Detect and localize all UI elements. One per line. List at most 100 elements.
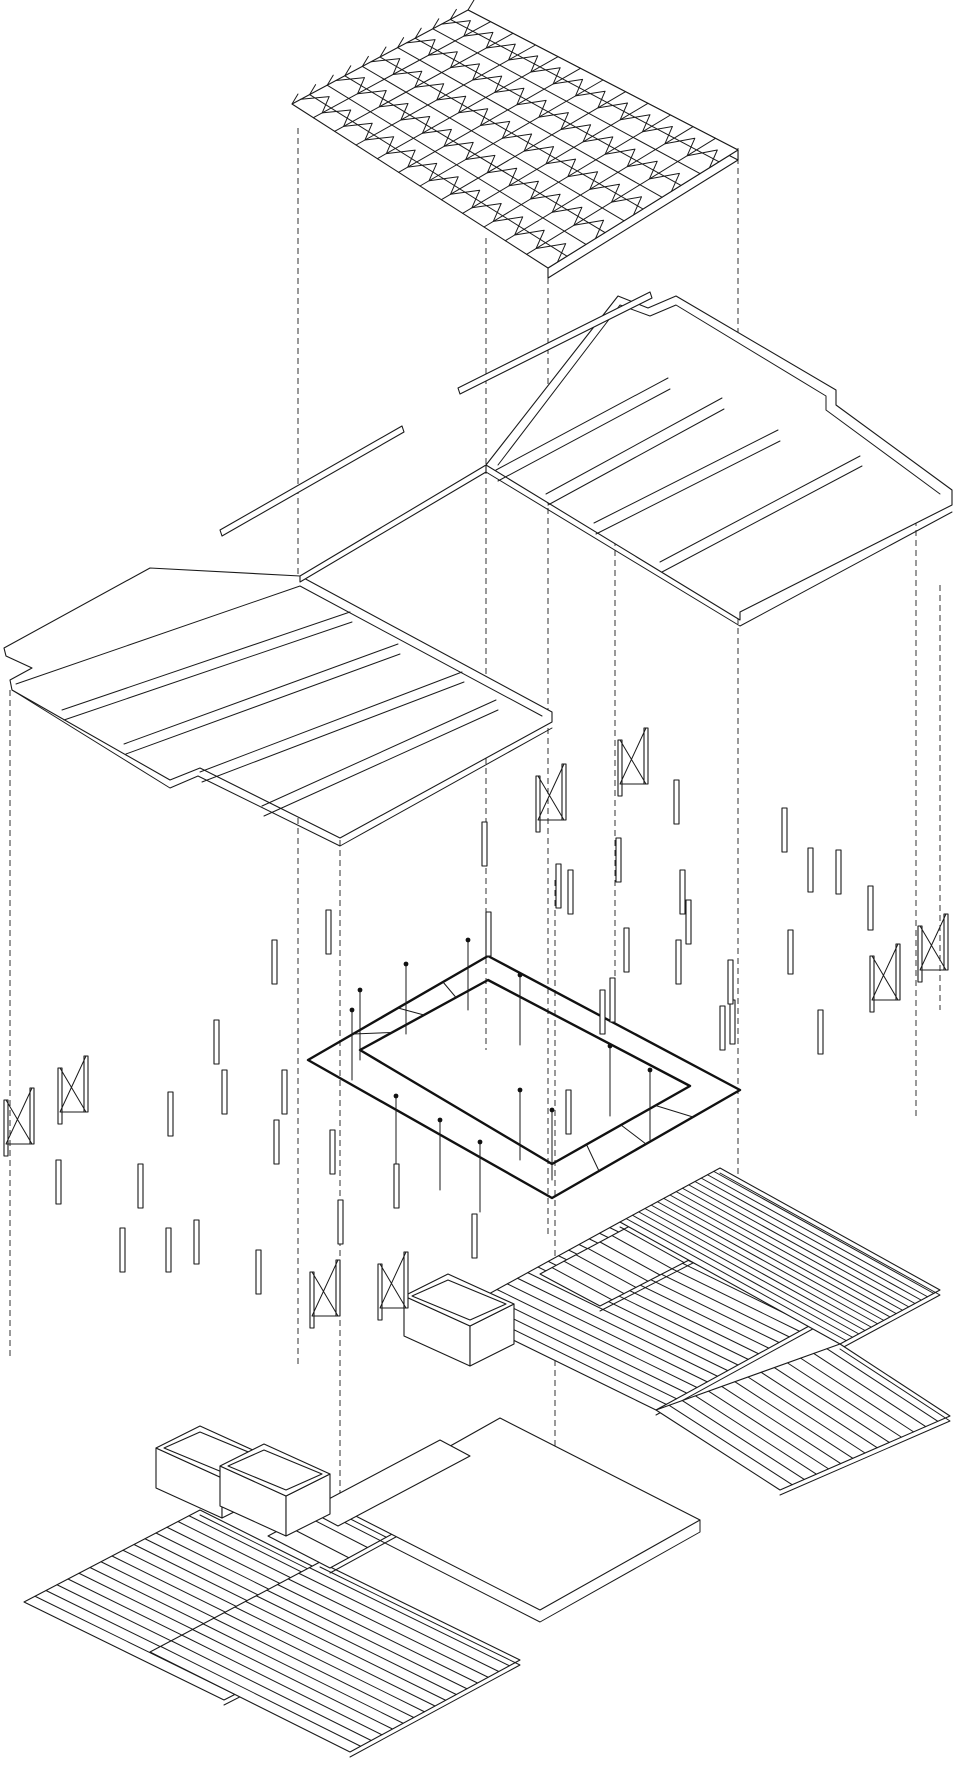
right-frame-beam-3 — [593, 429, 779, 524]
deck-west-2-board-joint — [308, 1567, 510, 1667]
left-frame-beam-7 — [261, 699, 497, 807]
deck-east-3-board-joint — [669, 1194, 891, 1318]
deck-east-2-board-joint — [575, 1254, 637, 1288]
ring-post-pin-11 — [437, 1117, 443, 1123]
deck-east-2-board-joint — [599, 1241, 661, 1276]
roof-skylight-ridge — [545, 158, 577, 178]
roof-skylight-ridge — [530, 67, 561, 85]
roof-skylight-ridge — [472, 75, 503, 93]
deck-east-4-board-joint — [708, 1390, 830, 1470]
roof-skylight-ridge — [573, 219, 605, 239]
column-19 — [567, 869, 574, 915]
deck-west-2-board-joint — [298, 1572, 500, 1672]
roof-skylight-ridge — [523, 146, 555, 165]
roof-ridge-tick — [309, 84, 317, 96]
column-6 — [137, 1163, 144, 1209]
deck-east-3-board-joint — [700, 1177, 922, 1301]
column-10 — [193, 1219, 200, 1265]
roof-purlin-2 — [326, 84, 587, 245]
roof-skylight-ridge — [642, 126, 673, 145]
column-11 — [281, 1069, 288, 1115]
brace-post-a-3 — [309, 1271, 315, 1329]
deck-east-4-board-joint — [721, 1385, 842, 1465]
roof-purlin-3 — [344, 75, 606, 234]
roof-skylight-ridge — [597, 102, 628, 121]
deck-west-2-board-joint — [160, 1645, 362, 1747]
brace-x-8 — [919, 913, 947, 971]
deck-east-4-board-joint — [668, 1404, 793, 1486]
brace-post-a-2 — [57, 1067, 63, 1125]
deck-east-3-board-joint — [632, 1214, 853, 1338]
brace-post-a-7 — [869, 955, 875, 1013]
column-36 — [817, 1009, 824, 1055]
deck-east-3-board-joint — [675, 1191, 897, 1315]
deck-east-1-board-joint — [527, 1272, 729, 1372]
deck-east-2-board-joint — [623, 1228, 685, 1264]
left-frame-beam-6 — [201, 681, 465, 783]
column-8 — [55, 1159, 62, 1205]
column-14 — [329, 1129, 336, 1175]
roof-skylight-ridge — [400, 116, 431, 134]
deck-east-1-board-joint — [506, 1283, 708, 1383]
left-frame-bottom-edge — [11, 689, 553, 847]
deck-west-2-board-joint — [213, 1617, 415, 1718]
floor-decking-layer — [23, 1167, 951, 1758]
roof-skylight-ridge — [385, 149, 416, 168]
roof-skylight-ridge — [405, 39, 436, 56]
deck-east-2-board-joint — [551, 1267, 613, 1301]
column-23 — [599, 989, 606, 1035]
roof-skylight-ridge — [626, 160, 658, 180]
deck-east-1-board-joint — [517, 1277, 718, 1377]
column-26 — [675, 939, 682, 985]
deck-east-3-board-joint — [663, 1197, 885, 1321]
loose-bar-upper — [219, 425, 405, 537]
deck-west-2-board-joint — [181, 1634, 383, 1736]
roof-purlin-5 — [379, 56, 644, 210]
ring-post-pin-1 — [357, 987, 363, 993]
left-frame-beam-4 — [125, 653, 401, 755]
roof-skylight-ridge — [480, 120, 511, 139]
roof-skylight-ridge — [343, 122, 373, 141]
roof-skylight-ridge — [471, 203, 502, 222]
column-22 — [615, 837, 622, 883]
ring-post-pin-12 — [517, 1087, 523, 1093]
deck-east-4-board-joint — [734, 1381, 854, 1459]
roof-ridge-tick — [379, 46, 387, 58]
deck-west-2-board-joint — [266, 1589, 468, 1690]
column-38 — [609, 977, 616, 1023]
ring-post-pin-10 — [349, 1007, 355, 1013]
deck-west-2-board-joint — [170, 1640, 372, 1741]
deck-east-4-board-joint — [786, 1362, 902, 1438]
ring-joist-front — [620, 1124, 647, 1145]
roof-skylight-ridge — [407, 162, 438, 182]
roof-skylight-ridge — [370, 58, 401, 75]
roof-skylight-ridge — [508, 180, 539, 200]
roof-slab-top — [291, 9, 739, 269]
deck-west-2-board-joint — [202, 1623, 404, 1724]
deck-east-3-board-joint — [638, 1211, 860, 1335]
roof-grid-layer — [291, 0, 739, 279]
roof-purlin-1 — [309, 94, 568, 257]
right-frame-beam-8 — [497, 388, 671, 482]
roof-skylight-ridge — [428, 51, 458, 69]
brace-post-b-1 — [29, 1087, 35, 1145]
deck-west-2-board-joint — [234, 1606, 436, 1707]
deck-east-3-edge — [719, 1172, 941, 1350]
deck-east-4-board-joint — [826, 1348, 939, 1422]
roof-ridge-tick — [326, 74, 334, 86]
right-frame-loose-bar — [457, 291, 653, 395]
roof-skylight-ridge — [443, 141, 474, 160]
ring-joist-back — [442, 981, 457, 998]
roof-skylight-ridge — [560, 124, 592, 143]
deck-east-3-board-joint — [682, 1187, 903, 1311]
column-34 — [867, 885, 874, 931]
deck-west-2-board-joint — [287, 1578, 489, 1678]
brace-post-b-8 — [943, 913, 949, 971]
roof-ridge-tick — [467, 0, 475, 11]
deck-west-3-board-joint — [286, 1525, 350, 1559]
right-frame-beam-2 — [547, 408, 725, 506]
enclosure-west-annex-opening — [227, 1449, 323, 1491]
roof-skylight-ridge — [422, 128, 452, 147]
roof-skylight-ridge — [589, 183, 620, 203]
deck-east-2-board-joint — [563, 1260, 625, 1295]
